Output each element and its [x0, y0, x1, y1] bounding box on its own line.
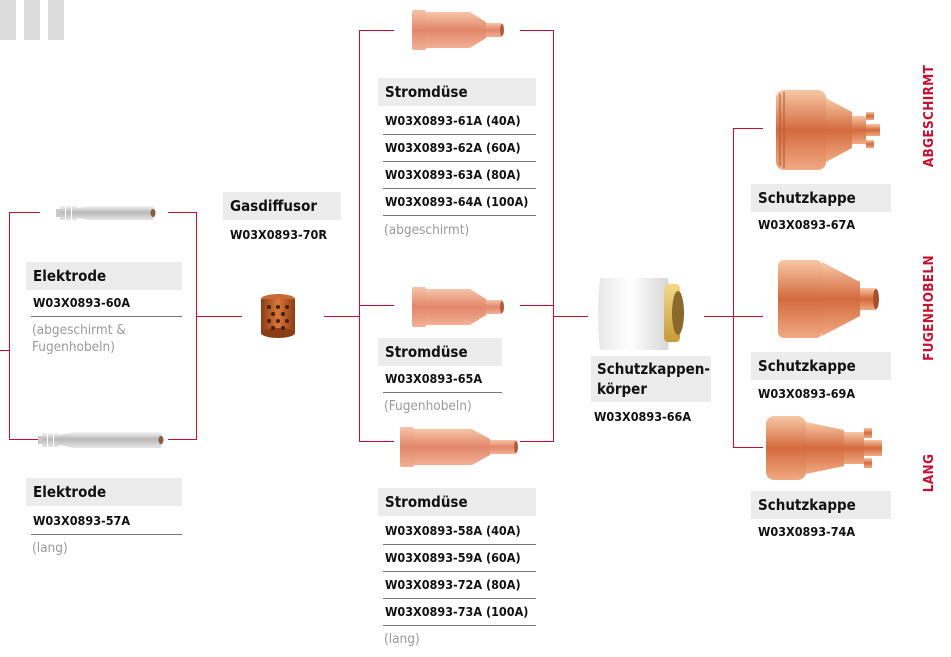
- shield-cap-74a-title: Schutzkappe: [751, 491, 891, 519]
- shield-cap-69a-image: [778, 260, 879, 338]
- side-label-lang: LANG: [921, 453, 937, 493]
- shield-cap-74a-image: [766, 416, 882, 480]
- shield-cup-body-title-line1: Schutzkappen-: [597, 360, 711, 378]
- nozzle-gouging-title: Stromdüse: [378, 338, 502, 366]
- electrode-60a-title: Elektrode: [26, 262, 182, 290]
- electrode-60a-code: W03X0893-60A: [31, 290, 182, 317]
- electrode-57a-title: Elektrode: [26, 478, 182, 506]
- shield-cap-69a-title: Schutzkappe: [751, 352, 891, 380]
- electrode-57a-code: W03X0893-57A: [31, 508, 182, 535]
- shield-cap-67a-code: W03X0893-67A: [758, 217, 856, 232]
- shield-cup-body-title-line2: körper: [597, 380, 647, 398]
- nozzle-long-note: (lang): [384, 631, 420, 647]
- nozzle-long-code-2: W03X0893-59A (60A): [383, 545, 536, 572]
- nozzle-shielded-image: [412, 10, 504, 50]
- nozzle-shielded-code-4: W03X0893-64A (100A): [383, 189, 536, 216]
- nozzle-long-code-4: W03X0893-73A (100A): [383, 599, 536, 626]
- decorative-bar: [48, 0, 64, 40]
- gas-diffuser-code: W03X0893-70R: [230, 227, 328, 242]
- shield-cup-body-title: Schutzkappen- körper: [591, 356, 711, 402]
- gas-diffuser-image: [261, 294, 295, 338]
- electrode-60a-note: (abgeschirmt & Fugenhobeln): [32, 322, 126, 356]
- shield-cap-67a-image: [776, 90, 880, 170]
- nozzle-long-image: [400, 427, 518, 467]
- nozzle-long-code-1: W03X0893-58A (40A): [383, 518, 536, 545]
- nozzle-shielded-title: Stromdüse: [378, 78, 536, 106]
- nozzle-long-code-3: W03X0893-72A (80A): [383, 572, 536, 599]
- gas-diffuser-title: Gasdiffusor: [223, 192, 341, 220]
- electrode-60a-note-line1: (abgeschirmt &: [32, 322, 126, 338]
- electrode-60a-image: [56, 206, 156, 220]
- side-label-fugenhobeln: FUGENHOBELN: [921, 255, 937, 361]
- nozzle-shielded-code-3: W03X0893-63A (80A): [383, 162, 536, 189]
- decorative-bar: [24, 0, 40, 40]
- electrode-57a-note: (lang): [32, 540, 68, 556]
- nozzle-shielded-note: (abgeschirmt): [384, 222, 470, 238]
- electrode-57a-image: [38, 432, 164, 448]
- side-label-abgeschirmt: ABGESCHIRMT: [921, 64, 937, 168]
- electrode-60a-note-line2: Fugenhobeln): [32, 339, 115, 355]
- shield-cap-69a-code: W03X0893-69A: [758, 386, 856, 401]
- shield-cup-body-code: W03X0893-66A: [594, 409, 692, 424]
- nozzle-shielded-code-1: W03X0893-61A (40A): [383, 108, 536, 135]
- decorative-bar: [0, 0, 16, 40]
- nozzle-gouging-note: (Fugenhobeln): [384, 398, 472, 414]
- shield-cup-body-image: [598, 278, 684, 350]
- nozzle-long-title: Stromdüse: [378, 488, 536, 516]
- nozzle-gouging-code: W03X0893-65A: [383, 366, 502, 393]
- shield-cap-74a-code: W03X0893-74A: [758, 524, 856, 539]
- nozzle-gouging-image: [412, 287, 504, 327]
- shield-cap-67a-title: Schutzkappe: [751, 184, 891, 212]
- nozzle-shielded-code-2: W03X0893-62A (60A): [383, 135, 536, 162]
